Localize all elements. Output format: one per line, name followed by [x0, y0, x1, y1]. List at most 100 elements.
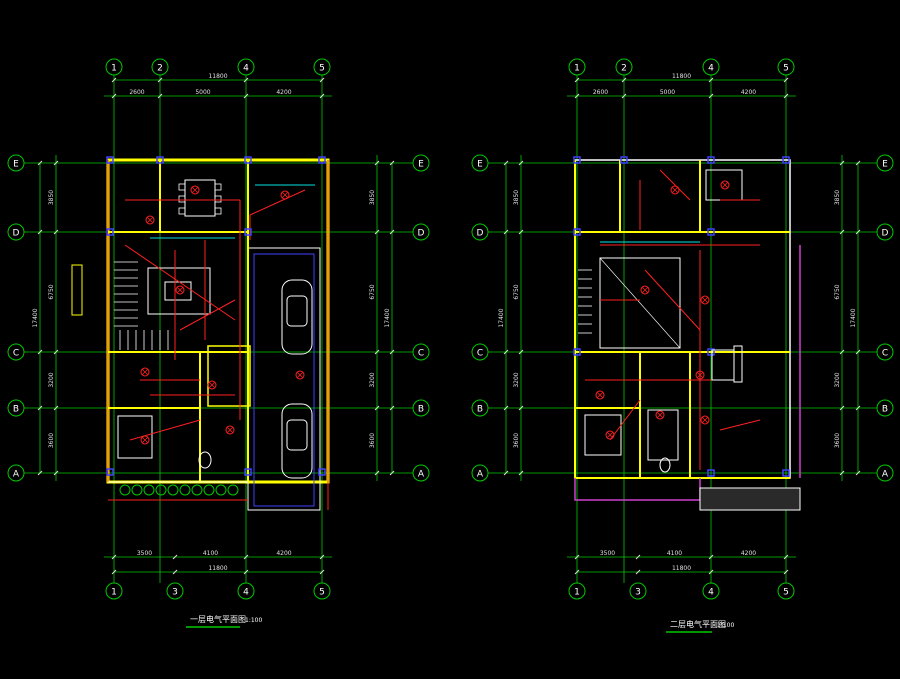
left-axis-bubble-label: B [13, 405, 19, 415]
right-axis-bubble-label: A [418, 470, 425, 480]
column-marker [156, 156, 164, 164]
bottom-axis-bubble [313, 582, 331, 600]
distribution-panel [71, 264, 83, 316]
shrub-icon [167, 484, 179, 496]
top-axis-bubble [568, 58, 586, 76]
bed-icon [584, 414, 622, 456]
right-axis-bubble [412, 399, 430, 417]
top-axis-bubble-label: 4 [243, 64, 249, 74]
garage-area [247, 247, 321, 511]
chair-icon [214, 207, 222, 215]
balcony-rail [574, 478, 701, 501]
shrub-icon [203, 484, 215, 496]
plan2-scale: 1:100 [717, 622, 734, 629]
top-axis-bubble [313, 58, 331, 76]
left-dim: 6750 [513, 284, 520, 299]
left-axis-bubble [471, 343, 489, 361]
dim-tick [374, 160, 380, 166]
top-axis-bubble [777, 58, 795, 76]
dim-tick [574, 93, 580, 99]
left-axis-bubble-label: A [13, 470, 20, 480]
dim-tick [518, 349, 524, 355]
light-cross [146, 216, 154, 224]
light-fixture-icon [700, 295, 710, 305]
right-axis-bubble [876, 223, 894, 241]
column-marker [106, 156, 114, 164]
dim-tick [389, 470, 395, 476]
bottom-dim: 4100 [667, 550, 682, 557]
bottom-total-dim: 11800 [208, 565, 227, 572]
light-cross [596, 391, 604, 399]
dim-tick [319, 93, 325, 99]
dim-tick [37, 349, 43, 355]
left-axis-bubble-label: C [13, 349, 19, 359]
right-axis-bubble-label: E [882, 160, 888, 170]
light-cross [721, 181, 729, 189]
dim-tick [518, 160, 524, 166]
dim-tick [389, 229, 395, 235]
column-marker [573, 156, 581, 164]
column-marker [244, 156, 252, 164]
right-axis-bubble [412, 464, 430, 482]
sofa-set [147, 267, 211, 315]
bottom-axis-bubble [166, 582, 184, 600]
garage-inner [253, 253, 315, 507]
dim-tick [635, 554, 641, 560]
dim-tick [389, 160, 395, 166]
dim-tick [518, 405, 524, 411]
right-dim: 6750 [834, 284, 841, 299]
left-axis-bubble [7, 399, 25, 417]
left-axis-bubble-label: A [477, 470, 484, 480]
top-total-dim: 11800 [208, 73, 227, 80]
dim-tick [708, 554, 714, 560]
column-marker [707, 228, 715, 236]
top-dim: 5000 [660, 89, 675, 96]
dim-tick [374, 470, 380, 476]
left-dim: 6750 [48, 284, 55, 299]
atrium-void [599, 257, 681, 349]
plan1-floor-plan [71, 156, 330, 511]
bottom-axis-bubble [629, 582, 647, 600]
column-marker [573, 228, 581, 236]
dim-tick [783, 77, 789, 83]
left-axis-bubble [471, 154, 489, 172]
shrub-icon [191, 484, 203, 496]
bottom-axis-bubble-label: 1 [574, 588, 580, 598]
chair-icon [178, 207, 186, 215]
column-marker [707, 156, 715, 164]
left-dim: 3850 [513, 190, 520, 205]
dim-tick [389, 349, 395, 355]
top-dim: 2600 [129, 89, 144, 96]
left-axis-bubble [471, 399, 489, 417]
right-axis-bubble-label: B [882, 405, 888, 415]
car-icon [281, 279, 313, 355]
top-axis-bubble-label: 2 [621, 64, 627, 74]
dim-tick [37, 470, 43, 476]
light-cross [641, 286, 649, 294]
car-icon [281, 403, 313, 479]
column-marker [707, 348, 715, 356]
dim-tick [855, 470, 861, 476]
dim-tick [839, 349, 845, 355]
circuit-wire [659, 169, 691, 201]
dim-tick [111, 554, 117, 560]
right-axis-bubble-label: D [882, 229, 889, 239]
left-dim: 3200 [48, 372, 55, 387]
shrub-icon [119, 484, 131, 496]
plan1-scale: 1:100 [245, 617, 262, 624]
dim-tick [374, 405, 380, 411]
left-axis-bubble [471, 223, 489, 241]
bed-icon [705, 169, 743, 201]
bottom-axis-bubble [702, 582, 720, 600]
dim-tick [243, 93, 249, 99]
right-dim: 3850 [834, 190, 841, 205]
window-frame [733, 345, 743, 383]
chair-icon [178, 183, 186, 191]
top-dim: 4200 [276, 89, 291, 96]
shrub-icon [143, 484, 155, 496]
right-dim: 3200 [834, 372, 841, 387]
dim-tick [855, 229, 861, 235]
light-cross [296, 371, 304, 379]
dim-tick [53, 470, 59, 476]
